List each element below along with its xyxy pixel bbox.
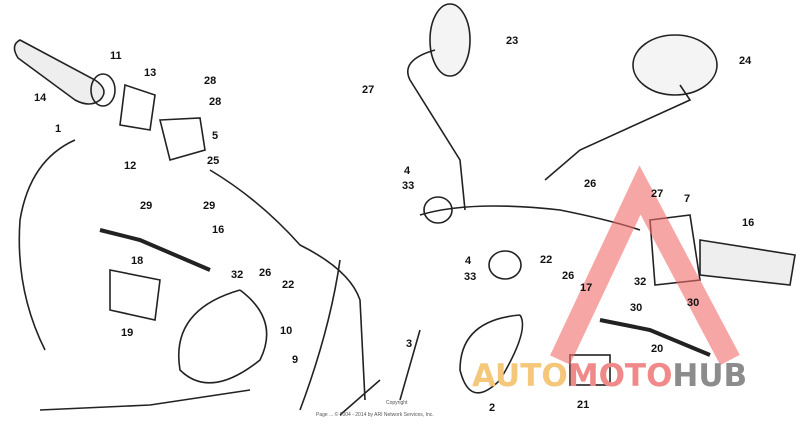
watermark: AUTOMOTOHUB: [472, 165, 747, 394]
copyright-line-2: Page ... © 2004 - 2014 by ARI Network Se…: [316, 411, 434, 418]
part-label: 10: [280, 325, 292, 337]
part-label: 27: [651, 188, 663, 200]
left-grip: [13, 39, 116, 107]
wire-harness: [209, 169, 366, 401]
brake-switch: [569, 354, 611, 386]
handlebar-cable: [419, 205, 641, 231]
part-label: 30: [630, 302, 642, 314]
part-label: 2: [489, 402, 495, 414]
watermark-text: AUTOMOTOHUB: [472, 358, 747, 394]
left-mirror: [429, 3, 471, 77]
part-label: 16: [212, 224, 224, 236]
part-label: 23: [506, 35, 518, 47]
clamp-band-upper: [423, 196, 453, 224]
part-label: 14: [34, 92, 47, 104]
cable-3: [339, 329, 421, 416]
part-label: 5: [212, 130, 218, 142]
clutch-cable-loop: [178, 289, 268, 384]
copyright-line-1: Copyright: [386, 400, 408, 406]
cable-9: [299, 259, 341, 411]
part-label: 28: [209, 96, 221, 108]
part-label: 11: [110, 50, 122, 62]
part-label: 19: [121, 327, 133, 339]
part-label: 29: [140, 200, 152, 212]
left-mirror-stem: [407, 49, 466, 211]
part-label: 33: [464, 271, 476, 283]
part-label: 27: [362, 84, 374, 96]
part-label: 29: [203, 200, 215, 212]
clutch-cable-end: [39, 389, 251, 411]
part-label: 24: [739, 55, 752, 67]
switch-assembly: [109, 269, 161, 321]
watermark-triangle: [550, 165, 740, 366]
part-label: 18: [131, 255, 143, 267]
part-label: 21: [577, 399, 589, 411]
right-mirror: [632, 34, 718, 96]
part-label: 25: [207, 155, 219, 167]
part-labels: 14 11 13 28 28 1 12 5 25 29 29 16 18 32 …: [34, 35, 754, 414]
part-label: 17: [580, 282, 592, 294]
diagram-parts: [13, 3, 796, 416]
clutch-lever: [99, 228, 211, 272]
part-label: 26: [584, 178, 596, 190]
part-label: 1: [55, 123, 61, 135]
part-label: 12: [124, 160, 136, 172]
front-brake-cable: [459, 314, 524, 394]
part-label: 4: [465, 255, 472, 267]
right-grip: [699, 239, 796, 286]
clutch-holder: [158, 117, 206, 161]
part-label: 30: [687, 297, 699, 309]
brake-lever: [599, 318, 711, 357]
part-label: 4: [404, 165, 411, 177]
part-label: 16: [742, 217, 754, 229]
part-label: 9: [292, 354, 298, 366]
part-label: 3: [406, 338, 412, 350]
clamp-band: [488, 250, 522, 280]
part-label: 28: [204, 75, 216, 87]
part-label: 26: [562, 270, 574, 282]
throttle-housing: [119, 83, 156, 131]
part-label: 26: [259, 267, 271, 279]
part-label: 32: [634, 276, 646, 288]
part-label: 13: [144, 67, 156, 79]
part-label: 33: [402, 180, 414, 192]
part-label: 22: [540, 254, 552, 266]
part-label: 22: [282, 279, 294, 291]
part-label: 20: [651, 343, 663, 355]
right-mirror-stem: [544, 84, 692, 181]
part-label: 32: [231, 269, 243, 281]
part-label: 7: [684, 193, 690, 205]
throttle-cable: [18, 139, 76, 351]
